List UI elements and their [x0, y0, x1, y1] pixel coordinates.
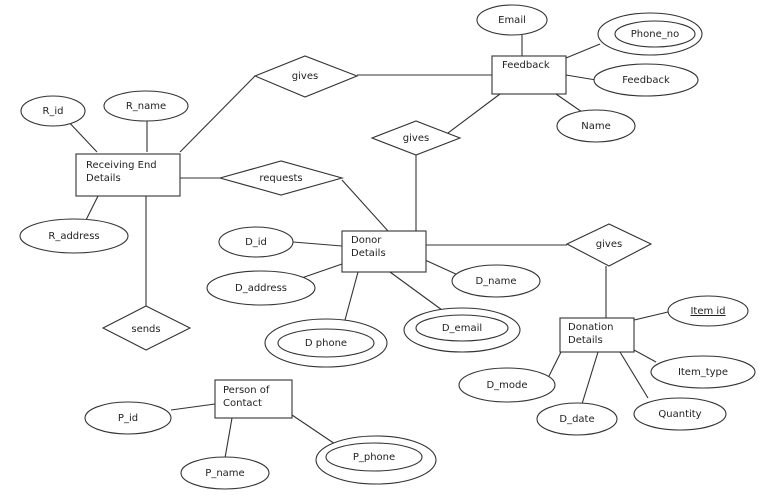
- attribute-name: Name: [556, 109, 636, 143]
- attribute-label: R_id: [42, 106, 63, 117]
- attribute-label: Email: [498, 15, 526, 26]
- entity-label: Person of: [223, 385, 270, 396]
- attribute-label: D phone: [305, 338, 347, 349]
- attribute-label: Item_type: [678, 367, 728, 378]
- attribute-r-id: R_id: [20, 95, 86, 127]
- relationship-label: gives: [403, 133, 429, 144]
- attribute-p-name: P_name: [180, 456, 270, 490]
- attribute-label: Quantity: [658, 409, 701, 420]
- relationship-gives-top: gives: [253, 55, 359, 98]
- relationship-label: gives: [292, 71, 318, 82]
- entity-label: Details: [568, 335, 603, 346]
- attribute-phone-no: Phone_no: [597, 12, 703, 56]
- entity-donation-details: Donation Details: [559, 317, 635, 353]
- entity-person-of-contact: Person of Contact: [214, 379, 293, 419]
- attribute-d-phone: D phone: [264, 318, 388, 368]
- attribute-r-address: R_address: [19, 218, 129, 254]
- attribute-label: P_id: [118, 413, 138, 424]
- entity-label: Feedback: [502, 60, 550, 71]
- attribute-item-type: Item_type: [650, 355, 756, 389]
- relationship-gives-right: gives: [565, 223, 653, 267]
- entity-donor-details: Donor Details: [341, 230, 427, 273]
- attribute-email: Email: [476, 4, 548, 36]
- attribute-quantity: Quantity: [633, 397, 727, 431]
- attribute-label: R_name: [126, 101, 166, 112]
- entity-label: Donor: [351, 235, 382, 246]
- attribute-d-id: D_id: [218, 226, 294, 258]
- relationship-label: requests: [259, 173, 302, 184]
- attribute-p-id: P_id: [84, 401, 172, 435]
- entity-feedback: Feedback: [491, 55, 567, 95]
- attribute-label: Phone_no: [631, 29, 679, 40]
- attribute-d-name: D_name: [451, 264, 541, 298]
- attribute-r-name: R_name: [103, 90, 189, 122]
- attribute-d-date: D_date: [536, 402, 618, 436]
- attribute-d-address: D_address: [206, 270, 316, 306]
- attribute-label: D_id: [245, 237, 267, 248]
- attribute-label: D_date: [559, 414, 594, 425]
- attribute-label: Name: [581, 121, 611, 132]
- attribute-d-email: D_email: [403, 307, 521, 353]
- attribute-label: P_phone: [353, 452, 395, 463]
- entity-label: Donation: [568, 322, 613, 333]
- attribute-label: Feedback: [622, 75, 670, 86]
- relationship-requests: requests: [217, 160, 345, 196]
- attribute-label: Item id: [690, 306, 725, 317]
- relationship-label: gives: [596, 239, 622, 250]
- attribute-label: D_address: [235, 283, 287, 294]
- attribute-p-phone: P_phone: [315, 435, 437, 485]
- attribute-label: R_address: [48, 231, 99, 242]
- attribute-feedback: Feedback: [593, 63, 699, 97]
- entity-label: Contact: [223, 398, 262, 409]
- attribute-label: P_name: [205, 468, 244, 479]
- entity-label: Details: [86, 173, 121, 184]
- entity-label: Receiving End: [86, 160, 157, 171]
- relationship-sends: sends: [101, 305, 192, 351]
- attribute-item-id: Item id: [667, 295, 749, 327]
- relationship-gives-mid: gives: [370, 120, 462, 156]
- connectors: [64, 35, 669, 459]
- relationship-label: sends: [131, 324, 160, 335]
- attribute-d-mode: D_mode: [458, 367, 556, 403]
- entity-receiving-end-details: Receiving End Details: [75, 153, 181, 197]
- entity-label: Details: [351, 248, 386, 259]
- attribute-label: D_email: [442, 323, 482, 334]
- attribute-label: D_mode: [486, 380, 527, 391]
- attribute-label: D_name: [475, 276, 516, 287]
